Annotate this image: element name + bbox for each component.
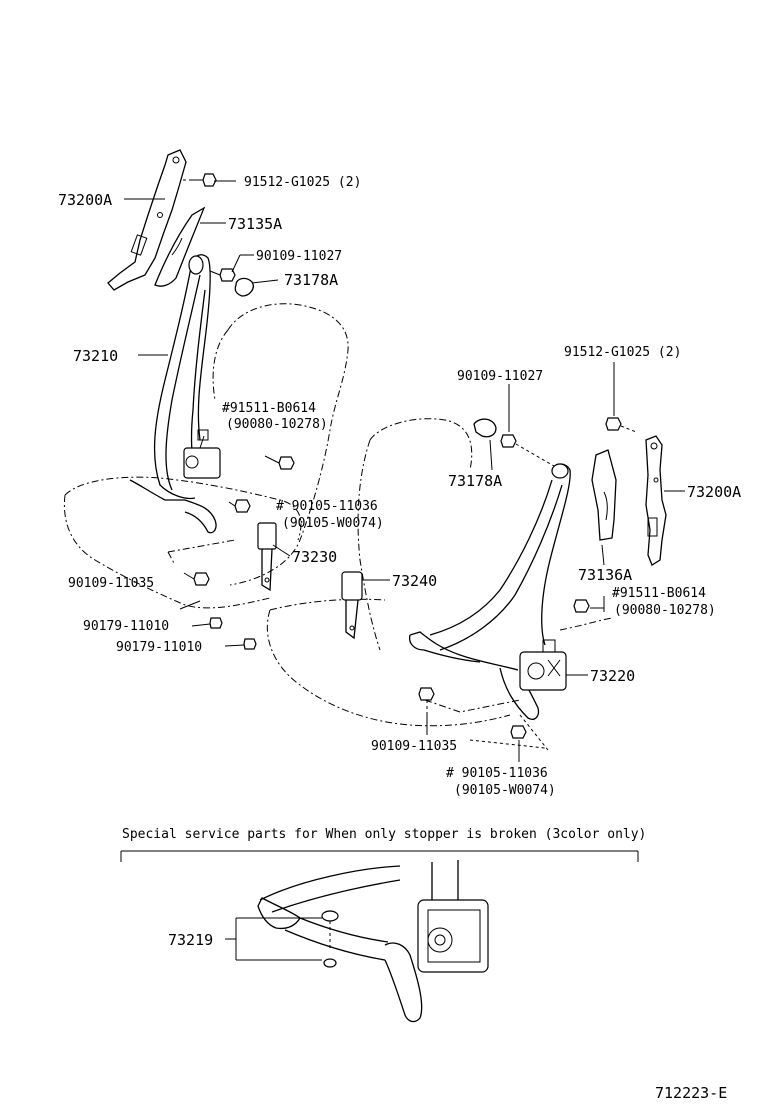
label-73230: 73230 bbox=[292, 548, 337, 566]
label-90179-11010-a: 90179-11010 bbox=[83, 619, 169, 634]
figure-id: 712223-E bbox=[655, 1084, 727, 1102]
part-labels: 73200A 91512-G1025 (2) 73135A 90109-1102… bbox=[58, 175, 741, 1102]
right-shoulder-anchor-adjuster bbox=[645, 435, 667, 566]
special-service-bracket bbox=[120, 850, 639, 862]
right-bolts bbox=[418, 417, 637, 739]
right-pillar-cover bbox=[591, 449, 617, 541]
label-90179-11010-b: 90179-11010 bbox=[116, 640, 202, 655]
right-retractor bbox=[519, 639, 567, 691]
label-73135A: 73135A bbox=[228, 215, 282, 233]
left-bolts bbox=[183, 173, 295, 650]
left-pillar-cover bbox=[154, 206, 206, 287]
label-73200A-right: 73200A bbox=[687, 483, 741, 501]
label-90105-11036-left: # 90105-11036 bbox=[276, 499, 378, 514]
right-buckle bbox=[341, 571, 363, 640]
label-91511-B0614-left: #91511-B0614 bbox=[222, 401, 316, 416]
label-73200A-left: 73200A bbox=[58, 191, 112, 209]
label-73219: 73219 bbox=[168, 931, 213, 949]
label-73178A-left: 73178A bbox=[284, 271, 338, 289]
left-shoulder-anchor-adjuster bbox=[107, 149, 187, 291]
label-73240: 73240 bbox=[392, 572, 437, 590]
left-retractor bbox=[183, 429, 221, 479]
label-73178A-right: 73178A bbox=[448, 472, 502, 490]
label-73220: 73220 bbox=[590, 667, 635, 685]
right-seat-outline bbox=[266, 418, 613, 751]
label-90105-W0074-right: (90105-W0074) bbox=[454, 783, 556, 798]
label-91512-G1025-top: 91512-G1025 (2) bbox=[244, 175, 361, 190]
label-90109-11027-right: 90109-11027 bbox=[457, 369, 543, 384]
label-90109-11027-left: 90109-11027 bbox=[256, 249, 342, 264]
right-belt-webbing bbox=[408, 463, 571, 720]
left-buckle bbox=[257, 522, 277, 592]
label-91511-B0614-right: #91511-B0614 bbox=[612, 586, 706, 601]
label-91512-G1025-right: 91512-G1025 (2) bbox=[564, 345, 681, 360]
label-73136A: 73136A bbox=[578, 566, 632, 584]
label-90105-W0074-left: (90105-W0074) bbox=[282, 516, 384, 531]
left-seat-outline bbox=[63, 303, 349, 609]
label-90105-11036-right: # 90105-11036 bbox=[446, 766, 548, 781]
label-90109-11035-left: 90109-11035 bbox=[68, 576, 154, 591]
label-90080-10278-left: (90080-10278) bbox=[226, 417, 328, 432]
label-90109-11035-right: 90109-11035 bbox=[371, 739, 457, 754]
left-belt-webbing bbox=[129, 254, 217, 534]
leader-lines bbox=[124, 180, 685, 961]
special-service-detail bbox=[257, 860, 489, 1023]
label-90080-10278-right: (90080-10278) bbox=[614, 603, 716, 618]
label-73210: 73210 bbox=[73, 347, 118, 365]
special-service-note: Special service parts for When only stop… bbox=[122, 827, 646, 842]
